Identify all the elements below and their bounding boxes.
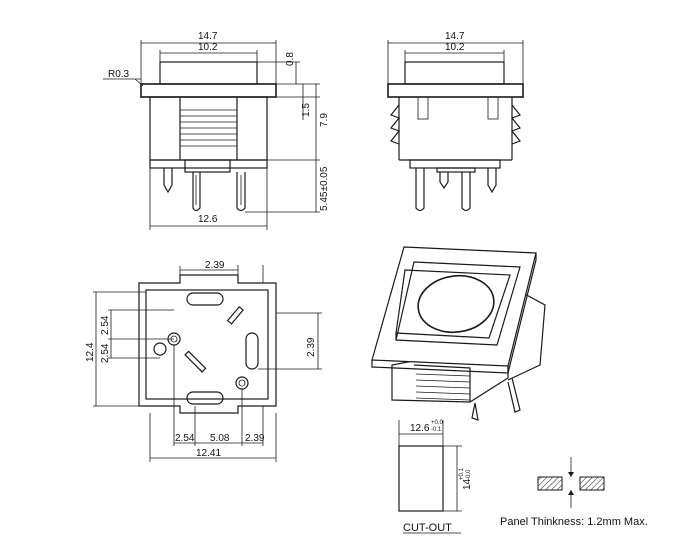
dim-pitch-b: 2.54 [100,343,111,363]
dim-right-offset: 2.39 [306,337,317,357]
dim-side-width-inner: 10.2 [445,42,465,53]
bottom-view: 2.39 2.54 2.54 12.4 2.39 2.54 5.08 2.39 … [85,260,322,462]
dim-body-width: 12.6 [198,214,218,225]
dim-overall: 12.41 [196,448,221,459]
dim-bottom-a: 2.54 [175,433,195,444]
dim-pitch-a: 2.54 [100,315,111,335]
cutout-width: 12.6 [410,423,430,434]
isometric-view [371,246,546,421]
cutout-height-tol-plus: +0.1 [459,467,465,480]
dim-height: 7.9 [319,113,330,127]
dim-pin-length: 5.45±0.05 [319,166,330,211]
cutout-height: 14 [462,478,473,490]
cutout-width-tol-plus: +0.0 [431,420,444,426]
dim-radius: R0.3 [108,69,130,80]
panel-thickness-detail: Panel Thinkness: 1.2mm Max. [500,457,648,528]
cutout-height-tol-minus: -0.0 [466,469,472,480]
cutout-label: CUT-OUT [403,522,452,534]
front-view: 14.7 10.2 R0.3 0.8 1.5 7.9 5.45±0.05 12.… [103,31,330,230]
dim-side-width-outer: 14.7 [445,31,465,42]
cutout-view: 12.6 +0.0 -0.1 14 +0.1 -0.0 CUT-OUT [398,420,473,534]
dim-top-width-outer: 14.7 [198,31,218,42]
dim-top-thickness: 0.8 [285,52,296,66]
dim-bottom-c: 2.39 [245,433,265,444]
dim-slot-offset: 2.39 [205,260,225,271]
dim-bottom-height: 12.4 [85,342,96,362]
dim-top-width-inner: 10.2 [198,42,218,53]
side-view: 14.7 10.2 [387,31,524,212]
panel-note: Panel Thinkness: 1.2mm Max. [500,516,648,528]
dim-flange: 1.5 [301,103,312,117]
cutout-width-tol-minus: -0.1 [431,427,442,433]
dim-bottom-b: 5.08 [210,433,230,444]
